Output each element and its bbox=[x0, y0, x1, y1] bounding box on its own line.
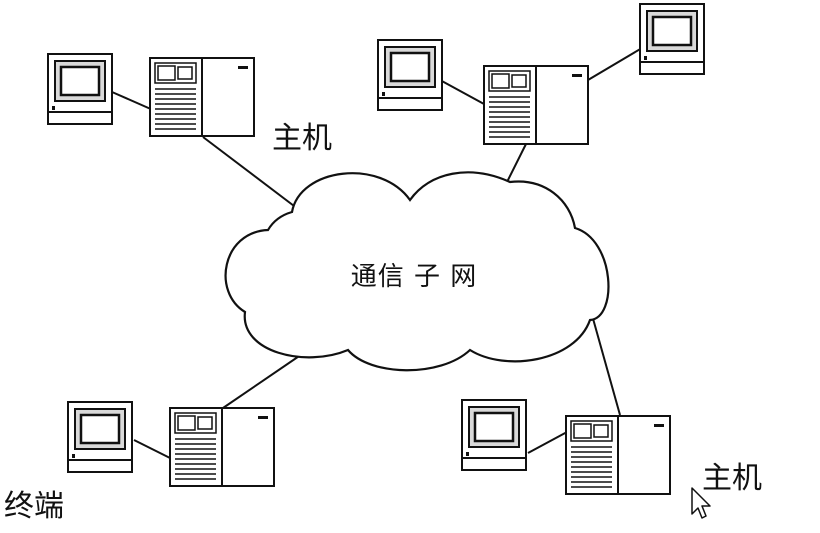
terminal-bottom-right bbox=[460, 398, 528, 472]
host-bottom-left bbox=[169, 407, 275, 487]
connector-lines bbox=[111, 47, 643, 459]
cloud-label: 通信 子 网 bbox=[351, 262, 478, 292]
link-bl-terminal-host bbox=[133, 439, 171, 459]
link-tl-host-cloud bbox=[202, 136, 299, 210]
terminal-bottom-left bbox=[66, 400, 134, 474]
link-bl-cloud-host bbox=[222, 349, 309, 409]
terminal-top-left-of-host-tr bbox=[376, 38, 444, 112]
link-tl-terminal-host bbox=[111, 91, 154, 111]
link-br-cloud-host bbox=[591, 314, 621, 416]
host-label-top-left: 主机 bbox=[272, 121, 332, 156]
terminal-label-bottom-left: 终端 bbox=[4, 489, 64, 524]
link-tr-terminal-host bbox=[439, 79, 485, 105]
host-label-bottom-right: 主机 bbox=[702, 461, 762, 496]
link-br-terminal-host bbox=[527, 431, 568, 454]
mouse-cursor-icon bbox=[691, 487, 711, 519]
host-top-left bbox=[149, 57, 255, 137]
terminal-top-left bbox=[46, 52, 114, 126]
host-top-right bbox=[483, 65, 589, 145]
host-bottom-right bbox=[565, 415, 671, 495]
communication-subnet-cloud bbox=[224, 171, 610, 372]
link-tr-host-terminal bbox=[587, 47, 643, 81]
terminal-top-right bbox=[638, 2, 706, 76]
